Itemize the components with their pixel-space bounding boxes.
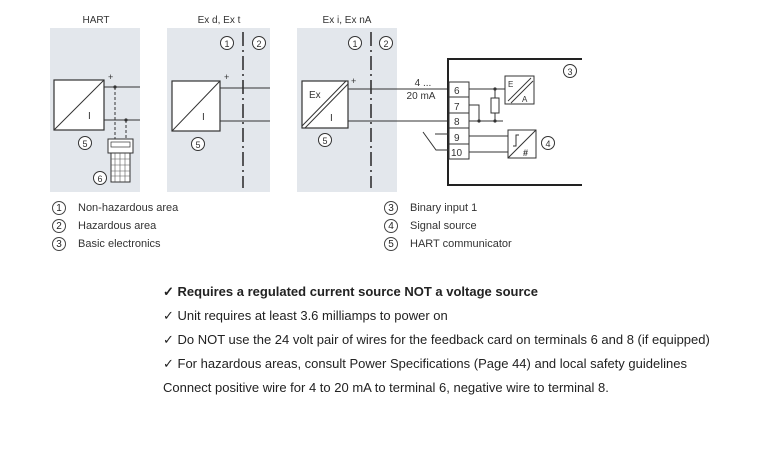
- legend-label: Non-hazardous area: [78, 202, 179, 215]
- terminal-7: 7: [454, 102, 460, 113]
- transmitter-hart: I: [53, 79, 105, 131]
- resistor-icon: [490, 97, 500, 114]
- signal-source-icon: #: [507, 129, 537, 159]
- legend-label: Basic electronics: [78, 238, 161, 251]
- current-label-top: 4 ...: [415, 78, 432, 89]
- legend-number: 3: [384, 201, 398, 216]
- legend-number: 3: [52, 237, 66, 252]
- transmitter-exi: Ex I: [301, 80, 349, 129]
- callout-2: 2: [252, 36, 266, 50]
- basic-electronics-frame: [447, 58, 582, 186]
- legend-number: 5: [384, 237, 398, 252]
- callout-3: 3: [563, 64, 577, 78]
- svg-text:5: 5: [195, 140, 200, 150]
- legend-item: 3 Basic electronics: [52, 235, 178, 253]
- terminal-10: 10: [451, 148, 463, 159]
- svg-text:E: E: [508, 80, 513, 89]
- hart-communicator-icon: [107, 138, 134, 183]
- legend-label: Signal source: [410, 220, 477, 233]
- plus-sign: +: [224, 72, 229, 82]
- legend-right: 3 Binary input 1 4 Signal source 5 HART com…: [384, 199, 512, 253]
- legend-label: Hazardous area: [78, 220, 157, 233]
- legend-number: 4: [384, 219, 398, 234]
- panel-title-hart: HART: [82, 15, 109, 26]
- svg-text:Ex: Ex: [309, 90, 321, 101]
- svg-text:2: 2: [383, 39, 388, 49]
- current-label-bottom: 20 mA: [407, 91, 436, 102]
- legend-item: 5 HART communicator: [384, 235, 512, 253]
- plus-sign: +: [108, 72, 113, 82]
- panel-title-exi: Ex i, Ex nA: [323, 15, 372, 26]
- wiring-diagram: HART Ex d, Ex t Ex i, Ex nA I + 5: [50, 15, 582, 192]
- terminal-8: 8: [454, 117, 460, 128]
- panel-title-exd: Ex d, Ex t: [198, 15, 241, 26]
- callout-5: 5: [191, 137, 205, 151]
- svg-text:5: 5: [82, 139, 87, 149]
- svg-text:6: 6: [97, 174, 102, 184]
- callout-4: 4: [541, 136, 555, 150]
- svg-text:5: 5: [322, 136, 327, 146]
- wiring-notes: ✓ Requires a regulated current source NO…: [163, 284, 743, 395]
- legend-item: 4 Signal source: [384, 217, 512, 235]
- svg-text:4: 4: [545, 139, 550, 149]
- terminal-block: 6 7 8 9 10: [448, 81, 470, 160]
- note-connect-wires: Connect positive wire for 4 to 20 mA to …: [163, 380, 609, 395]
- legend-item: 2 Hazardous area: [52, 217, 178, 235]
- legend-label: Binary input 1: [410, 202, 478, 215]
- svg-text:3: 3: [567, 67, 572, 77]
- switch-icon: [422, 131, 449, 151]
- terminal-9: 9: [454, 133, 460, 144]
- legend-number: 1: [52, 201, 66, 216]
- note-hazardous-areas: ✓ For hazardous areas, consult Power Spe…: [163, 356, 687, 371]
- plus-sign: +: [351, 76, 356, 86]
- svg-text:I: I: [330, 113, 333, 124]
- svg-text:I: I: [88, 111, 91, 122]
- transmitter-exd: I: [171, 80, 221, 132]
- ea-converter-icon: E A: [504, 75, 535, 105]
- callout-1: 1: [348, 36, 362, 50]
- svg-text:#: #: [523, 148, 528, 158]
- legend-item: 3 Binary input 1: [384, 199, 512, 217]
- note-current-source: ✓ Requires a regulated current source NO…: [163, 284, 539, 299]
- note-min-current: ✓ Unit requires at least 3.6 milliamps t…: [163, 308, 448, 323]
- legend-left: 1 Non-hazardous area 2 Hazardous area 3 Bas…: [52, 199, 178, 253]
- svg-text:1: 1: [352, 39, 357, 49]
- svg-text:A: A: [522, 95, 528, 104]
- terminal-6: 6: [454, 86, 460, 97]
- callout-2: 2: [379, 36, 393, 50]
- note-feedback-card: ✓ Do NOT use the 24 volt pair of wires f…: [163, 332, 710, 347]
- callout-6: 6: [93, 171, 107, 185]
- svg-text:2: 2: [256, 39, 261, 49]
- callout-1: 1: [220, 36, 234, 50]
- svg-text:I: I: [202, 112, 205, 123]
- legend-number: 2: [52, 219, 66, 234]
- legend-label: HART communicator: [410, 238, 512, 251]
- callout-5: 5: [78, 136, 92, 150]
- svg-text:1: 1: [224, 39, 229, 49]
- legend-item: 1 Non-hazardous area: [52, 199, 178, 217]
- callout-5: 5: [318, 133, 332, 147]
